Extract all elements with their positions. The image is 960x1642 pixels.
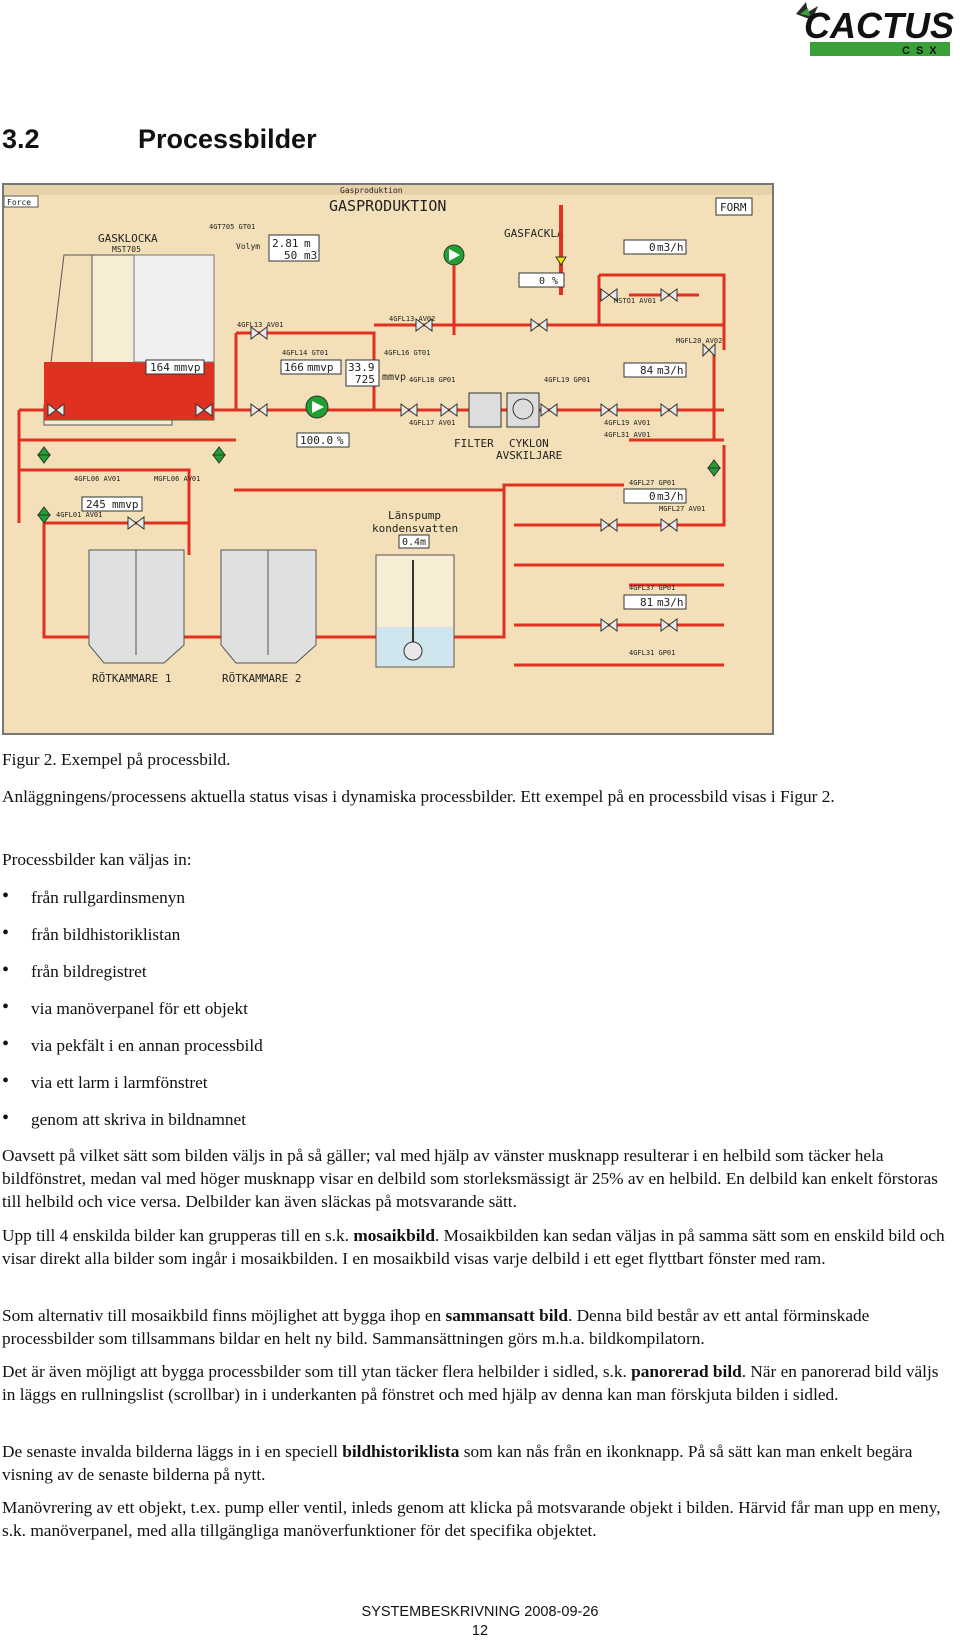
svg-text:166: 166 [284, 361, 304, 374]
list-item: från bildhistoriklistan [2, 922, 263, 960]
logo-brand: CACTUS [804, 5, 954, 46]
svg-text:4GFL16 GT01: 4GFL16 GT01 [384, 349, 430, 357]
svg-text:4GFL13 AV01: 4GFL13 AV01 [237, 321, 283, 329]
list-item: via ett larm i larmfönstret [2, 1070, 263, 1108]
svg-text:33.9: 33.9 [348, 361, 375, 374]
paragraph-panorama: Det är även möjligt att bygga processbil… [2, 1362, 939, 1404]
paragraph-composite: Som alternativ till mosaikbild finns möj… [2, 1306, 870, 1348]
svg-text:mmvp: mmvp [307, 361, 334, 374]
svg-text:MGFL27 AV01: MGFL27 AV01 [659, 505, 705, 513]
form-button[interactable]: FORM [720, 201, 747, 214]
section-number: 3.2 [2, 124, 40, 154]
list-item: via manöverpanel för ett objekt [2, 996, 263, 1034]
svg-text:245: 245 [86, 498, 106, 511]
section-heading: 3.2 Processbilder [2, 124, 317, 155]
svg-text:RÖTKAMMARE 1: RÖTKAMMARE 1 [92, 672, 171, 685]
svg-text:4GFL06 AV01: 4GFL06 AV01 [74, 475, 120, 483]
svg-text:mmvp: mmvp [112, 498, 139, 511]
svg-text:GASFACKLA: GASFACKLA [504, 227, 564, 240]
svg-text:4GFL17 AV01: 4GFL17 AV01 [409, 419, 455, 427]
cactus-logo: CACTUS CSX [794, 0, 954, 60]
svg-text:m3/h: m3/h [657, 596, 684, 609]
svg-text:CYKLON: CYKLON [509, 437, 549, 450]
svg-text:2.81: 2.81 [272, 237, 299, 250]
svg-text:RÖTKAMMARE 2: RÖTKAMMARE 2 [222, 672, 301, 685]
svg-text:m3: m3 [304, 249, 317, 262]
svg-text:mmvp: mmvp [382, 372, 406, 383]
logo-sub: CSX [902, 45, 943, 57]
svg-text:0: 0 [649, 241, 656, 254]
svg-text:Volym: Volym [236, 242, 260, 251]
figure-caption: Figur 2. Exempel på processbild. [2, 750, 231, 769]
paragraph-list-intro: Processbilder kan väljas in: [2, 850, 192, 869]
logo-bar [810, 42, 950, 56]
process-image: Gasproduktion Force GASPRODUKTION FORM G… [2, 183, 774, 735]
svg-text:MST705: MST705 [112, 245, 141, 254]
cactus-leaf-icon [796, 2, 818, 20]
svg-text:mmvp: mmvp [174, 361, 201, 374]
list-item: från rullgardinsmenyn [2, 885, 263, 923]
list-item: via pekfält i en annan processbild [2, 1033, 263, 1071]
paragraph-selection: Oavsett på vilket sätt som bilden väljs … [2, 1146, 938, 1211]
svg-text:4GFL19 GP01: 4GFL19 GP01 [544, 376, 590, 384]
svg-text:MGFL20 AV02: MGFL20 AV02 [676, 337, 722, 345]
svg-text:0: 0 [539, 276, 545, 287]
svg-text:4GFL27 GP01: 4GFL27 GP01 [629, 479, 675, 487]
svg-text:kondensvatten: kondensvatten [372, 522, 458, 535]
svg-text:m3/h: m3/h [657, 364, 684, 377]
list-item: från bildregistret [2, 959, 263, 997]
svg-text:50: 50 [284, 249, 297, 262]
svg-text:84: 84 [640, 364, 654, 377]
paragraph-intro: Anläggningens/processens aktuella status… [2, 787, 835, 806]
svg-text:81: 81 [640, 596, 653, 609]
menu-button[interactable]: Force [7, 198, 31, 207]
svg-text:m: m [420, 537, 426, 548]
svg-text:MGFL06 AV01: MGFL06 AV01 [154, 475, 200, 483]
svg-text:Länspump: Länspump [388, 509, 441, 522]
svg-text:%: % [552, 276, 558, 287]
svg-text:4GFL13 AV02: 4GFL13 AV02 [389, 315, 435, 323]
svg-text:m: m [304, 237, 311, 250]
svg-text:0.4: 0.4 [402, 537, 420, 548]
paragraph-history: De senaste invalda bilderna läggs in i e… [2, 1442, 913, 1484]
svg-text:%: % [337, 434, 344, 447]
list-item: genom att skriva in bildnamnet [2, 1107, 263, 1145]
svg-text:725: 725 [355, 373, 375, 386]
paragraph-mosaic: Upp till 4 enskilda bilder kan grupperas… [2, 1226, 945, 1268]
svg-text:4GFL31 GP01: 4GFL31 GP01 [629, 649, 675, 657]
gasklocka-label: GASKLOCKA [98, 232, 158, 245]
svg-text:4GFL31 AV01: 4GFL31 AV01 [604, 431, 650, 439]
svg-text:0: 0 [649, 490, 656, 503]
svg-text:4GFL18 GP01: 4GFL18 GP01 [409, 376, 455, 384]
section-title: Processbilder [138, 124, 317, 154]
svg-text:m3/h: m3/h [657, 490, 684, 503]
paragraph-operation: Manövrering av ett objekt, t.ex. pump el… [2, 1498, 941, 1540]
svg-text:4GFL14 GT01: 4GFL14 GT01 [282, 349, 328, 357]
svg-text:4GT705 GT01: 4GT705 GT01 [209, 223, 255, 231]
figure-title: GASPRODUKTION [329, 197, 446, 215]
selection-methods-list: från rullgardinsmenyn från bildhistorikl… [2, 885, 263, 1145]
svg-text:4GFL01 AV01: 4GFL01 AV01 [56, 511, 102, 519]
footer-title: SYSTEMBESKRIVNING 2008-09-26 [361, 1604, 599, 1620]
page-number: 12 [471, 1623, 489, 1639]
svg-text:m3/h: m3/h [657, 241, 684, 254]
svg-text:100.0: 100.0 [300, 434, 333, 447]
svg-text:4GFL37 GP01: 4GFL37 GP01 [629, 584, 675, 592]
svg-text:164: 164 [150, 361, 170, 374]
svg-text:4GFL19 AV01: 4GFL19 AV01 [604, 419, 650, 427]
svg-text:AVSKILJARE: AVSKILJARE [496, 449, 562, 462]
svg-text:FILTER: FILTER [454, 437, 494, 450]
window-title: Gasproduktion [340, 186, 403, 195]
svg-text:MSTO1 AV01: MSTO1 AV01 [614, 297, 656, 305]
